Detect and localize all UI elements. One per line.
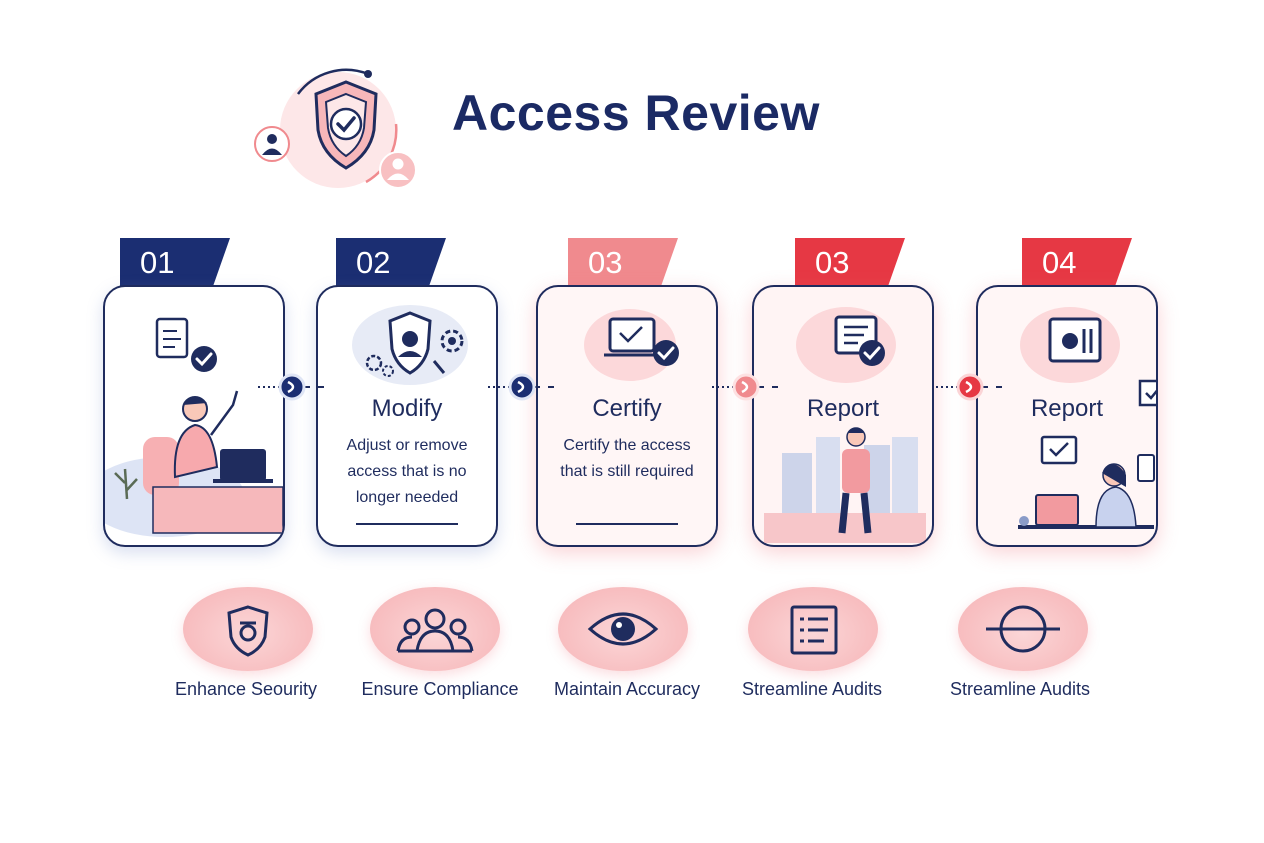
step-connector (712, 373, 778, 401)
report-desk-illustration (1018, 307, 1156, 529)
benefit-icon-badge (558, 587, 688, 671)
benefit-icon-badge (748, 587, 878, 671)
benefit-icon-badge (958, 587, 1088, 671)
people-group-icon (396, 608, 474, 653)
user-icon (254, 126, 290, 162)
shield-icon (227, 605, 269, 657)
shield-check-logo (254, 68, 417, 189)
person-at-laptop-illustration (105, 317, 283, 537)
benefit-label: Streamline Audits (741, 679, 883, 699)
step-description: Certify the access that is still require… (560, 437, 694, 480)
step-title: Certify (592, 395, 662, 422)
eye-icon (587, 612, 659, 646)
monitor-check-illustration (584, 309, 679, 381)
divider (356, 523, 458, 525)
step-title: Report (1030, 395, 1104, 422)
step-connector (936, 373, 1002, 401)
benefit-icon-badge (370, 587, 500, 671)
user-icon (379, 151, 417, 189)
benefit-label: Ensure Compliance (361, 679, 519, 699)
benefit-label: Maintain Accuracy (553, 679, 701, 699)
step-title: Modify (371, 395, 443, 422)
step-card-1 (103, 285, 285, 547)
step-connector (488, 373, 554, 401)
step-number-5: 04 (1022, 238, 1132, 288)
step-title: Report (806, 395, 880, 422)
step-card-2: Modify Adjust or remove access that is n… (316, 285, 498, 547)
benefit-label: Enhance Seourity (174, 679, 318, 699)
step-number-3: 03 (568, 238, 678, 288)
report-city-illustration (764, 307, 926, 543)
step-number-1: 01 (120, 238, 230, 288)
step-card-3: Certify Certify the access that is still… (536, 285, 718, 547)
step-card-5: Report (976, 285, 1158, 547)
page-title: Access Review (452, 85, 820, 141)
step-number-2: 02 (336, 238, 446, 288)
list-document-icon (790, 605, 838, 655)
benefit-label: Streamline Audits (949, 679, 1091, 699)
circle-line-icon (986, 605, 1060, 653)
divider (576, 523, 678, 525)
step-card-4: Report (752, 285, 934, 547)
step-connector (258, 373, 324, 401)
shield-gears-illustration (352, 305, 468, 385)
step-description: Adjust or remove access that is no longe… (346, 437, 468, 506)
step-number-4: 03 (795, 238, 905, 288)
benefit-icon-badge (183, 587, 313, 671)
